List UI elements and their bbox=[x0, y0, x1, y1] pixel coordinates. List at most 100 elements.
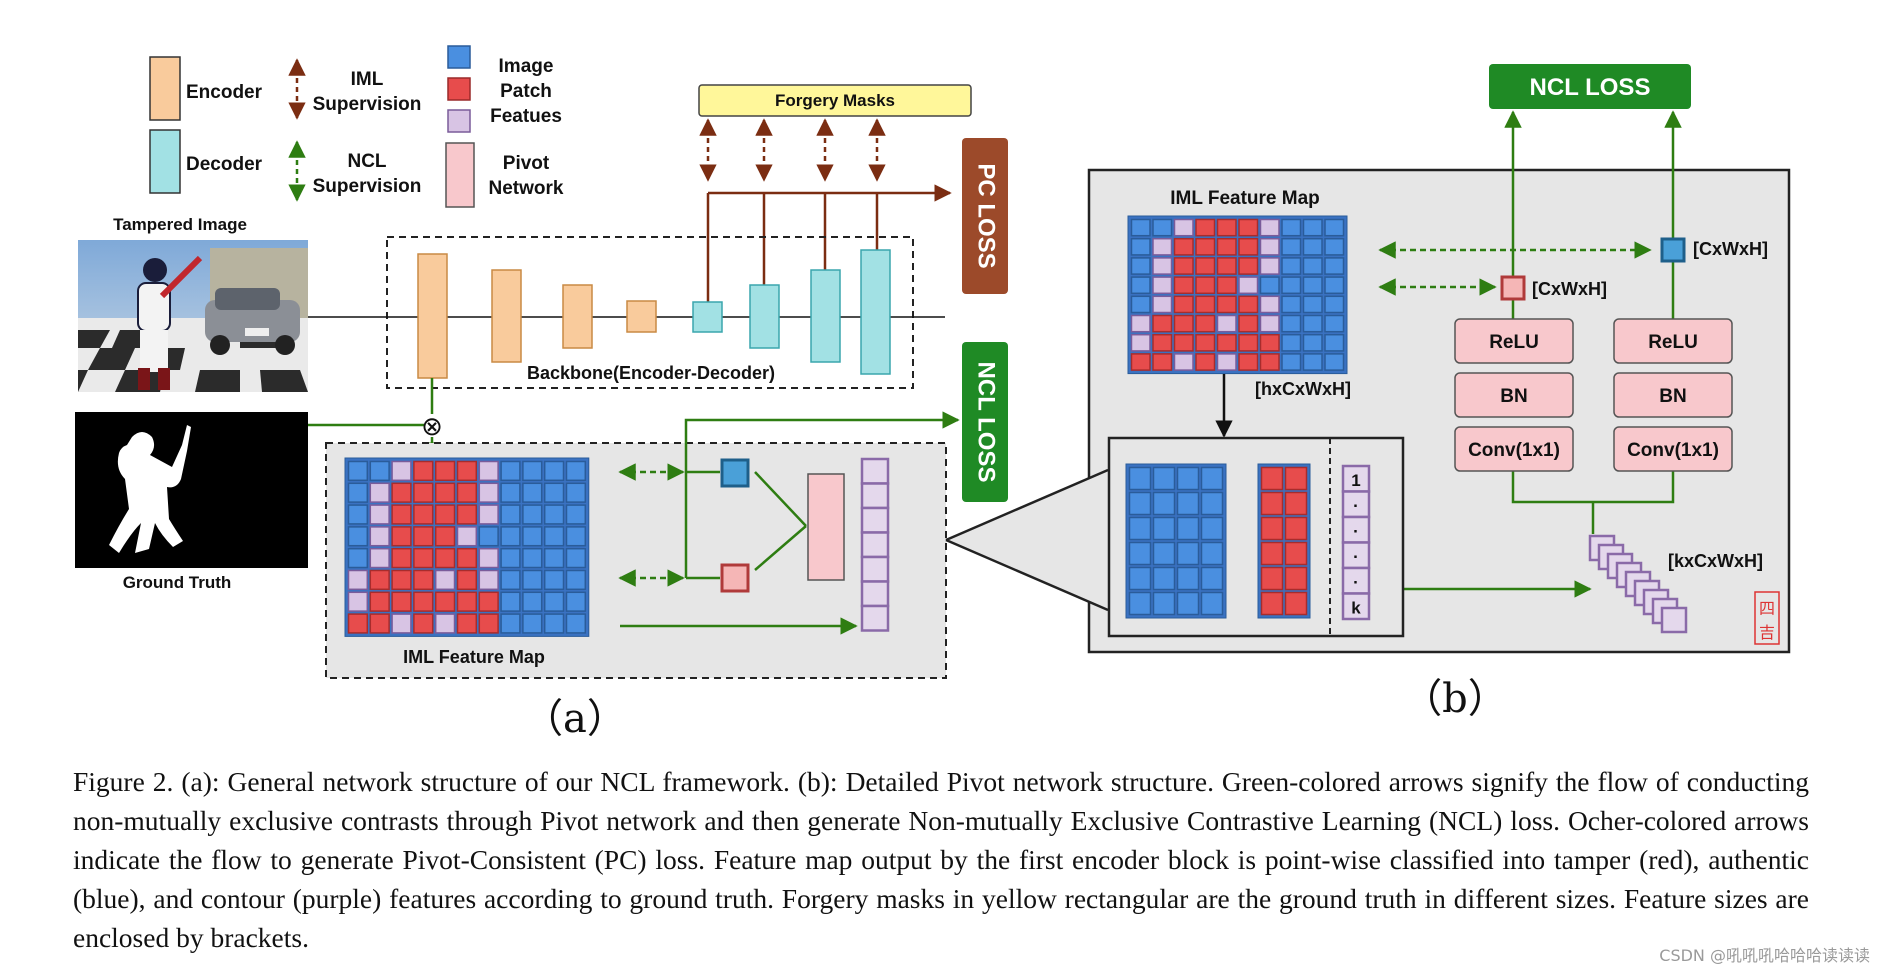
authentic-shape-label: [CxWxH] bbox=[1693, 239, 1768, 259]
kxcxwxh-output-stack bbox=[1588, 534, 1688, 634]
patch-cell bbox=[1173, 237, 1194, 256]
patch-cell bbox=[391, 591, 412, 612]
patch-cell bbox=[1216, 218, 1237, 237]
patch-cell bbox=[1259, 237, 1280, 256]
patch-cell bbox=[1195, 314, 1216, 333]
patch-cell bbox=[1259, 314, 1280, 333]
patch-cell bbox=[1238, 257, 1259, 275]
patch-cell bbox=[478, 482, 499, 503]
patch-cell bbox=[1173, 314, 1194, 333]
patch-cell bbox=[434, 482, 456, 503]
patch-cell bbox=[543, 526, 565, 547]
patch-cell bbox=[434, 526, 456, 547]
patch-cell bbox=[369, 504, 390, 525]
patch-cell bbox=[1152, 237, 1173, 256]
patch-cell bbox=[413, 569, 434, 591]
patch-cell bbox=[1281, 333, 1302, 352]
contour-patch-swatch bbox=[447, 109, 471, 133]
patch-cell bbox=[1152, 591, 1176, 616]
patch-cell bbox=[1260, 541, 1284, 566]
patch-cell bbox=[1324, 276, 1345, 295]
patch-cell bbox=[413, 526, 434, 547]
pivot-network-label-2: Network bbox=[489, 178, 564, 199]
ncl-loss-label-b: NCL LOSS bbox=[1530, 74, 1651, 101]
patch-cell bbox=[1238, 314, 1259, 333]
patch-cell bbox=[1260, 491, 1284, 516]
patch-cell bbox=[1302, 314, 1323, 333]
decoder-legend-swatch bbox=[149, 129, 181, 194]
tamper-patch-swatch bbox=[447, 77, 471, 101]
k-stack-label: · bbox=[1353, 522, 1359, 541]
patch-cell bbox=[1281, 314, 1302, 333]
figure-caption: Figure 2. (a): General network structure… bbox=[73, 766, 1809, 953]
patch-cell bbox=[1195, 276, 1216, 295]
patch-cell bbox=[1173, 276, 1194, 295]
patch-cell bbox=[1302, 295, 1323, 314]
patch-cell bbox=[1152, 491, 1176, 516]
patch-cell bbox=[1195, 295, 1216, 314]
patch-cell bbox=[1324, 295, 1345, 314]
ncl-supervision-label-2: Supervision bbox=[313, 176, 422, 197]
relu-right-label: ReLU bbox=[1648, 332, 1698, 353]
patch-cell bbox=[478, 460, 499, 482]
patch-features-label-2: Patch bbox=[500, 81, 552, 102]
patch-cell bbox=[1216, 353, 1237, 371]
patch-cell bbox=[434, 504, 456, 525]
csdn-watermark: CSDN @吼吼吼哈哈哈读读读 bbox=[1659, 946, 1870, 965]
feature-grid-b bbox=[1127, 215, 1348, 375]
tamper-pivot-feature-a bbox=[720, 563, 750, 593]
iml-supervision-arrows bbox=[699, 118, 952, 302]
patch-cell bbox=[1216, 237, 1237, 256]
patch-cell bbox=[1302, 276, 1323, 295]
backbone-label: Backbone(Encoder-Decoder) bbox=[527, 363, 775, 383]
patch-cell bbox=[565, 547, 587, 569]
patch-cell bbox=[1128, 541, 1152, 566]
patch-cell bbox=[500, 460, 521, 482]
patch-cell bbox=[347, 526, 369, 547]
patch-cell bbox=[1152, 257, 1173, 275]
patch-cell bbox=[1260, 516, 1284, 541]
patch-cell bbox=[413, 460, 434, 482]
patch-cell bbox=[1200, 541, 1224, 566]
patch-cell bbox=[1259, 295, 1280, 314]
patch-cell bbox=[1195, 333, 1216, 352]
multiply-node: ⊗ bbox=[421, 411, 443, 441]
patch-cell bbox=[1238, 276, 1259, 295]
patch-cell bbox=[1260, 466, 1284, 491]
patch-cell bbox=[391, 504, 412, 525]
pivot-layers-right: ReLU BN Conv(1x1) bbox=[1613, 318, 1733, 472]
panel-b: NCL LOSS IML Feature Map [hxCxWxH] [CxWx… bbox=[945, 64, 1791, 722]
ncl-loss-box-a bbox=[962, 342, 1008, 502]
patch-cell bbox=[456, 613, 478, 634]
patch-cell bbox=[1281, 218, 1302, 237]
patch-cell bbox=[1173, 295, 1194, 314]
patch-cell bbox=[1200, 566, 1224, 591]
patch-cell bbox=[1284, 466, 1308, 491]
patch-cell bbox=[1259, 276, 1280, 295]
patch-cell bbox=[456, 547, 478, 569]
patch-cell bbox=[543, 613, 565, 634]
patch-cell bbox=[1238, 353, 1259, 371]
encoder-legend-label: Encoder bbox=[186, 82, 263, 103]
k-stack-label: · bbox=[1353, 548, 1359, 567]
patch-cell bbox=[413, 613, 434, 634]
patch-cell bbox=[456, 504, 478, 525]
authentic-patch-swatch bbox=[447, 45, 471, 69]
patch-cell bbox=[369, 591, 390, 612]
patch-cell bbox=[347, 591, 369, 612]
patch-cell bbox=[1284, 516, 1308, 541]
ncl-loss-box-b bbox=[1489, 64, 1691, 109]
patch-cell bbox=[391, 547, 412, 569]
relu-left-label: ReLU bbox=[1489, 332, 1539, 353]
patch-cell bbox=[543, 569, 565, 591]
patch-cell bbox=[543, 547, 565, 569]
pivot-network-block-a bbox=[807, 473, 845, 581]
stack-cell bbox=[860, 482, 890, 510]
patch-cell bbox=[413, 504, 434, 525]
patch-cell bbox=[478, 504, 499, 525]
legend: Encoder Decoder IML Supervision NCL Supe… bbox=[149, 45, 564, 208]
patch-cell bbox=[543, 504, 565, 525]
patch-cell bbox=[347, 504, 369, 525]
k-stack-label: k bbox=[1351, 599, 1361, 618]
seal-char-1: 四 bbox=[1759, 601, 1775, 618]
